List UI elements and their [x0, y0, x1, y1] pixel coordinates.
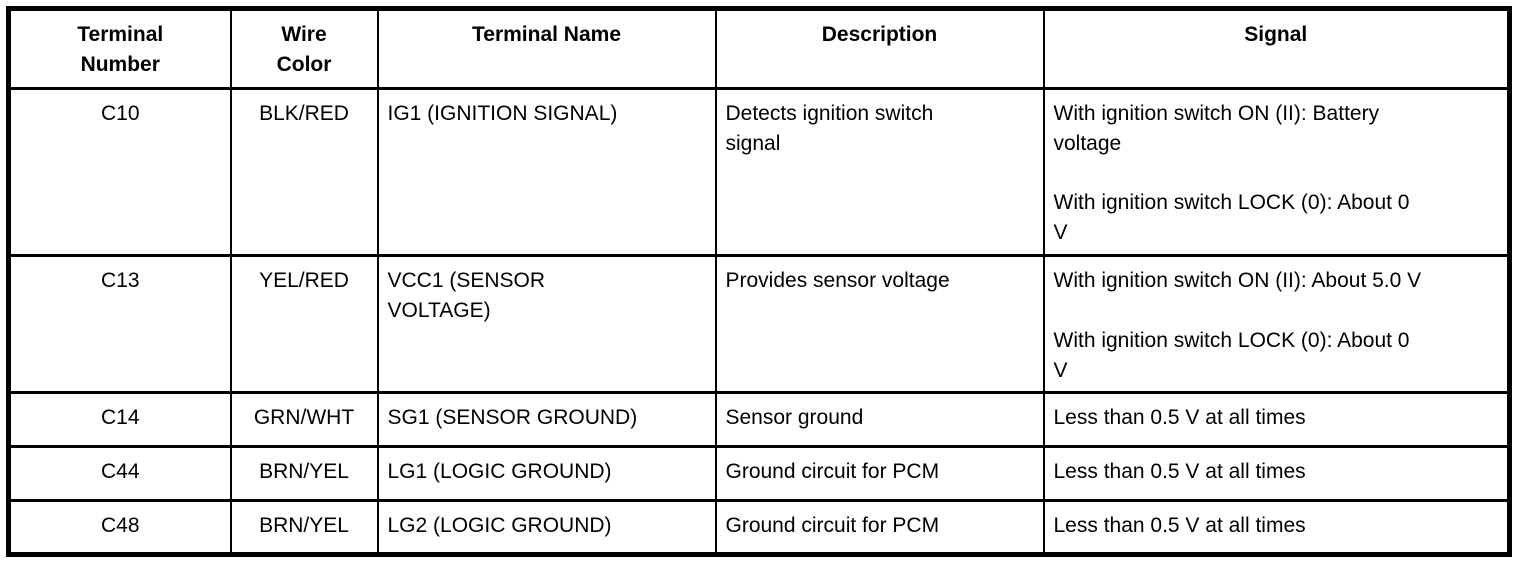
cell-description: Provides sensor voltage: [714, 254, 1045, 395]
cell-wire-color: BRN/YEL: [229, 499, 379, 557]
cell-terminal-number: C13: [7, 254, 232, 395]
header-row: Terminal Number Wire Color Terminal Name…: [7, 7, 1511, 90]
cell-terminal-name: LG2 (LOGIC GROUND): [376, 499, 717, 557]
cell-description: Ground circuit for PCM: [714, 499, 1045, 557]
cell-wire-color: BLK/RED: [229, 86, 379, 258]
cell-signal: With ignition switch ON (II): About 5.0 …: [1042, 254, 1511, 395]
cell-wire-color: BRN/YEL: [229, 445, 379, 503]
cell-terminal-name: SG1 (SENSOR GROUND): [376, 391, 717, 449]
table-row-c44: C44 BRN/YEL LG1 (LOGIC GROUND) Ground ci…: [7, 445, 1511, 503]
cell-wire-color: YEL/RED: [229, 254, 379, 395]
header-signal: Signal: [1042, 7, 1511, 90]
table-row-c10: C10 BLK/RED IG1 (IGNITION SIGNAL) Detect…: [7, 86, 1511, 258]
header-terminal-name: Terminal Name: [376, 7, 717, 90]
cell-description: Sensor ground: [714, 391, 1045, 449]
cell-wire-color: GRN/WHT: [229, 391, 379, 449]
header-wire-color: Wire Color: [229, 7, 379, 90]
cell-description: Detects ignition switch signal: [714, 86, 1045, 258]
cell-signal: Less than 0.5 V at all times: [1042, 445, 1511, 503]
cell-terminal-name: VCC1 (SENSOR VOLTAGE): [376, 254, 717, 395]
cell-terminal-number: C14: [7, 391, 232, 449]
cell-description: Ground circuit for PCM: [714, 445, 1045, 503]
cell-signal: Less than 0.5 V at all times: [1042, 499, 1511, 557]
cell-terminal-name: LG1 (LOGIC GROUND): [376, 445, 717, 503]
table-row-c14: C14 GRN/WHT SG1 (SENSOR GROUND) Sensor g…: [7, 391, 1511, 449]
cell-signal: With ignition switch ON (II): Battery vo…: [1042, 86, 1511, 258]
cell-terminal-number: C10: [7, 86, 232, 258]
table-row-c13: C13 YEL/RED VCC1 (SENSOR VOLTAGE) Provid…: [7, 254, 1511, 395]
cell-signal: Less than 0.5 V at all times: [1042, 391, 1511, 449]
table-row-c48: C48 BRN/YEL LG2 (LOGIC GROUND) Ground ci…: [7, 499, 1511, 557]
cell-terminal-number: C44: [7, 445, 232, 503]
terminal-description-table: Terminal Number Wire Color Terminal Name…: [6, 6, 1512, 558]
header-description: Description: [714, 7, 1045, 90]
header-terminal-number: Terminal Number: [7, 7, 232, 90]
cell-terminal-name: IG1 (IGNITION SIGNAL): [376, 86, 717, 258]
cell-terminal-number: C48: [7, 499, 232, 557]
